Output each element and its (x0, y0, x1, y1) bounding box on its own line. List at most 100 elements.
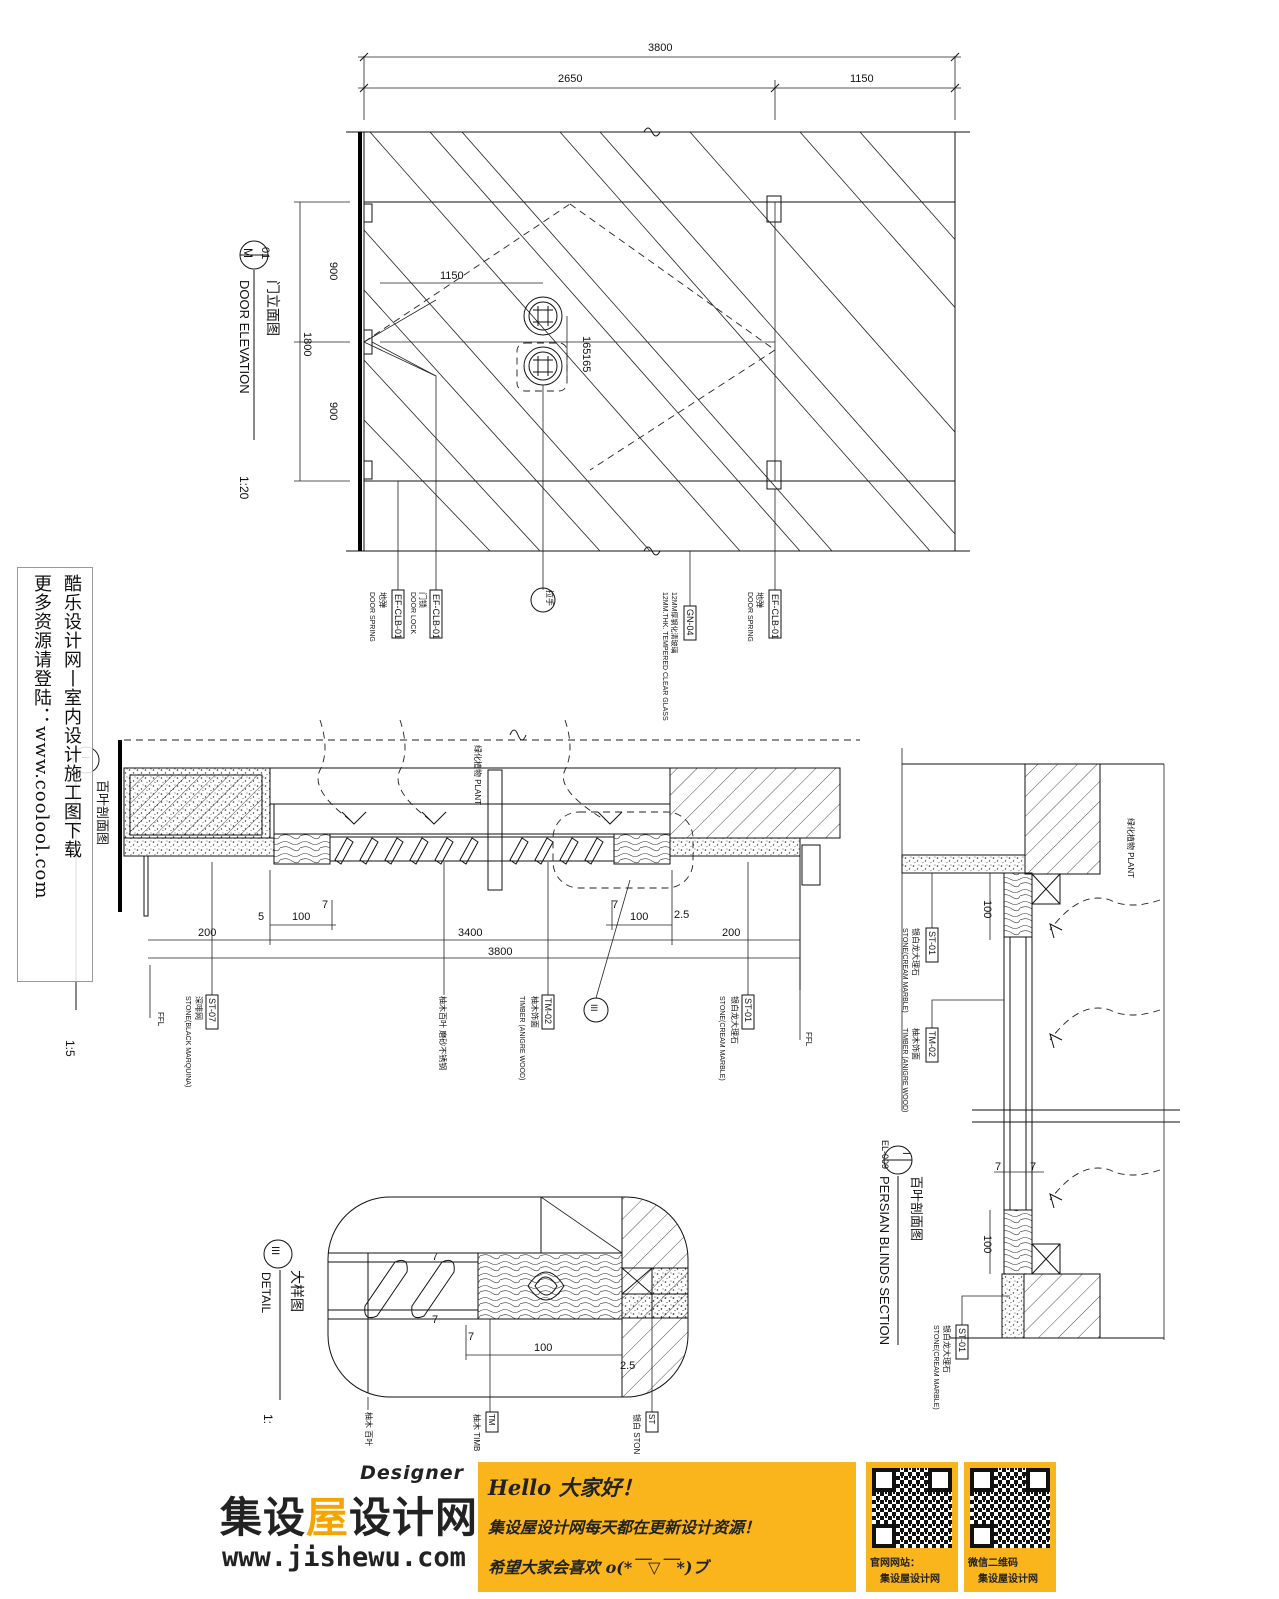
watermark-box: 酷乐设计网丨室内设计施工图下载 更多资源请登陆：www.coolool.com (17, 567, 93, 982)
svg-text:EF-CLB-01: EF-CLB-01 (393, 594, 403, 639)
svg-text:银白龙大理石: 银白龙大理石 (730, 996, 740, 1044)
svg-text:ST-01: ST-01 (743, 998, 753, 1022)
door-elevation: 3800 2650 1150 (237, 42, 970, 721)
svg-text:DOOR SPRING: DOOR SPRING (368, 592, 375, 642)
svg-text:100: 100 (534, 1342, 552, 1354)
svg-text:百叶剖面图: 百叶剖面图 (95, 780, 110, 845)
svg-text:900: 900 (327, 402, 339, 420)
svg-text:EF-CLB-01: EF-CLB-01 (770, 594, 780, 639)
brand-url: www.jishewu.com (222, 1542, 466, 1573)
elevation-title-cn: 门立面图 (265, 280, 281, 336)
svg-text:柚木饰面: 柚木饰面 (911, 1028, 921, 1060)
elevation-internal-dimensions: 1150 165 165 900 1800 900 (294, 201, 592, 482)
door-spring-fittings (363, 195, 782, 490)
elevation-title-en: DOOR ELEVATION (237, 280, 252, 394)
svg-text:ST-07: ST-07 (207, 998, 217, 1022)
svg-text:165: 165 (580, 336, 592, 354)
plant-arrows (317, 719, 623, 825)
elevation-title: 01 M 门立面图 DOOR ELEVATION 1:20 (237, 240, 281, 500)
qr-code-icon (970, 1468, 1050, 1548)
qr-code-icon (872, 1468, 952, 1548)
svg-text:拉手: 拉手 (545, 590, 555, 606)
svg-text:EL-009: EL-009 (880, 1140, 890, 1169)
door-frame (346, 127, 970, 556)
svg-text:100: 100 (630, 911, 648, 923)
svg-text:ST: ST (647, 1414, 656, 1424)
svg-text:TM: TM (487, 1414, 496, 1426)
detail-view: 7 7 7 100 2.5 柚木 百叶 TM 柚木 TIMB ST 银白 STO… (259, 1196, 689, 1455)
hello-line: Hello 大家好！ (488, 1475, 643, 1500)
svg-text:3400: 3400 (458, 927, 482, 939)
qr-wechat[interactable]: 微信二维码 集设屋设计网 (964, 1462, 1056, 1592)
svg-text:5: 5 (258, 911, 264, 923)
svg-text:1:: 1: (261, 1414, 275, 1424)
svg-text:TM-02: TM-02 (543, 998, 553, 1024)
svg-text:GN-04: GN-04 (685, 609, 695, 636)
svg-text:01: 01 (259, 247, 271, 259)
svg-text:TIMBER (ANIGRE WOOD): TIMBER (ANIGRE WOOD) (518, 996, 525, 1080)
svg-text:200: 200 (198, 927, 216, 939)
svg-text:900: 900 (327, 262, 339, 280)
svg-text:M: M (241, 248, 255, 258)
svg-text:1800: 1800 (301, 332, 313, 356)
svg-text:7: 7 (612, 899, 618, 911)
svg-text:深啡网: 深啡网 (194, 996, 204, 1020)
svg-text:大样图: 大样图 (289, 1270, 305, 1312)
section-callouts: ST-01 银白龙大理石 STONE(CREAM MARBLE) TM-02 柚… (901, 873, 1010, 1410)
brand-name: 集设屋设计网 (220, 1493, 479, 1542)
hello-banner: Hello 大家好！ 集设屋设计网每天都在更新设计资源！ 希望大家会喜欢 o(*… (478, 1462, 856, 1592)
svg-text:1:5: 1:5 (63, 1040, 77, 1057)
svg-text:PERSIAN BLINDS SECTION: PERSIAN BLINDS SECTION (877, 1176, 892, 1345)
svg-text:绿化植物 PLANT: 绿化植物 PLANT (1126, 818, 1136, 878)
svg-text:银白龙大理石: 银白龙大理石 (911, 928, 921, 976)
svg-text:165: 165 (580, 354, 592, 372)
section-plant-arrows (1049, 897, 1161, 1209)
dim-handle-offset: 1150 (440, 270, 464, 282)
svg-text:STONE(CREAM MARBLE): STONE(CREAM MARBLE) (718, 996, 725, 1081)
svg-text:100: 100 (981, 1235, 993, 1253)
svg-text:100: 100 (981, 900, 993, 918)
update-line: 集设屋设计网每天都在更新设计资源！ (488, 1518, 761, 1537)
svg-text:STONE(BLACK MARQUINA): STONE(BLACK MARQUINA) (184, 996, 191, 1087)
door-handles (516, 296, 568, 392)
plan-dimensions: 5 100 7 200 3400 3800 7 100 2.5 200 (148, 870, 800, 959)
svg-text:DOOR LOCK: DOOR LOCK (409, 592, 416, 634)
svg-text:12MM厚钢化清玻璃: 12MM厚钢化清玻璃 (670, 592, 679, 653)
plan-callouts: ST-07 深啡网 STONE(BLACK MARQUINA) 柚木百叶 磨砂不… (184, 862, 755, 1087)
dim-2650: 2650 (558, 73, 582, 85)
svg-text:DOOR SPRING: DOOR SPRING (746, 592, 753, 642)
svg-text:柚木饰面: 柚木饰面 (530, 996, 540, 1028)
svg-text:地弹: 地弹 (378, 592, 388, 608)
detail-callouts: 柚木 百叶 TM 柚木 TIMB ST 银白 STON (364, 1318, 659, 1455)
svg-text:DETAIL: DETAIL (259, 1272, 273, 1313)
louver-blades (334, 837, 604, 865)
svg-text:ST-01: ST-01 (957, 1328, 967, 1352)
svg-text:银白 STON: 银白 STON (632, 1414, 642, 1455)
detail-title: III 大样图 DETAIL 1: (259, 1239, 305, 1424)
svg-text:III: III (589, 1004, 599, 1012)
qr-website[interactable]: 官网网站： 集设屋设计网 (866, 1462, 958, 1592)
svg-text:III: III (269, 1246, 281, 1255)
svg-text:7: 7 (432, 1314, 438, 1326)
dim-1150: 1150 (850, 73, 874, 85)
glass-reflection-lines (363, 132, 955, 551)
svg-text:FFL: FFL (804, 1032, 813, 1047)
svg-text:12MM.THK. TEMPERED CLEAR GLASS: 12MM.THK. TEMPERED CLEAR GLASS (661, 592, 668, 721)
svg-text:柚木 百叶: 柚木 百叶 (364, 1412, 374, 1446)
svg-text:门锁: 门锁 (418, 592, 428, 608)
svg-text:200: 200 (722, 927, 740, 939)
svg-text:柚木百叶 磨砂不锈钢: 柚木百叶 磨砂不锈钢 (438, 996, 448, 1070)
blinds-plan-section: 绿化植物 PLANT 5 100 7 200 3400 3800 7 100 2… (63, 719, 860, 1087)
svg-text:TIMBER (ANIGRE WOOD): TIMBER (ANIGRE WOOD) (901, 1028, 908, 1112)
svg-text:百叶剖面图: 百叶剖面图 (909, 1176, 924, 1241)
blinds-vertical-section: 绿化植物 PLANT 100 7 7 100 ST-01 银白龙大理石 STON… (877, 748, 1180, 1410)
dim-3800: 3800 (648, 42, 672, 54)
svg-text:7: 7 (432, 1251, 438, 1263)
svg-text:100: 100 (292, 911, 310, 923)
watermark-line-1: 酷乐设计网丨室内设计施工图下载 (61, 574, 82, 859)
section-dimensions: 100 7 7 100 (981, 873, 1044, 1274)
svg-text:STONE(CREAM MARBLE): STONE(CREAM MARBLE) (901, 928, 908, 1013)
svg-text:EF-CLB-01: EF-CLB-01 (431, 594, 441, 639)
svg-text:ST-01: ST-01 (927, 931, 937, 955)
